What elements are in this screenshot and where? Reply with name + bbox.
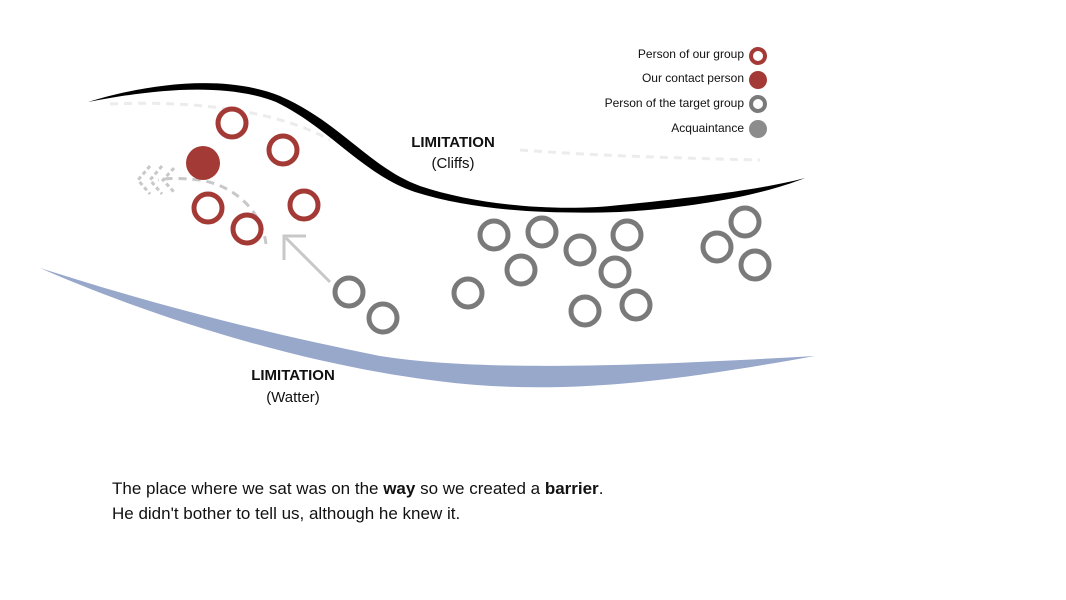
legend-label-group: Person of our group xyxy=(638,47,744,61)
faint-dashed-line xyxy=(519,148,761,162)
person-of-target-group xyxy=(738,248,772,282)
cliffs-limitation-title: LIMITATION xyxy=(411,134,495,151)
caption-line-1: The place where we sat was on the way so… xyxy=(112,476,603,501)
water-limitation-title: LIMITATION xyxy=(251,367,335,384)
person-of-target-group xyxy=(619,288,653,322)
dashed-chevron-arrowhead xyxy=(136,165,176,195)
legend-marker-acquaintance xyxy=(749,120,767,138)
caption-bold-barrier: barrier xyxy=(544,479,599,498)
legend-marker-group xyxy=(749,47,767,65)
person-of-target-group xyxy=(477,218,511,252)
water-limitation-subtitle: (Watter) xyxy=(266,389,320,406)
person-of-our-group xyxy=(230,212,264,246)
caption-line-2: He didn't bother to tell us, although he… xyxy=(112,504,461,523)
person-of-target-group xyxy=(610,218,644,252)
our-group-persons xyxy=(191,106,321,246)
water-boundary xyxy=(40,268,815,388)
target-group-persons xyxy=(332,205,772,335)
faint-dashed-line xyxy=(109,101,331,142)
person-of-target-group xyxy=(504,253,538,287)
caption-bold-way: way xyxy=(383,479,416,498)
person-of-target-group xyxy=(568,294,602,328)
legend-marker-target xyxy=(749,95,767,113)
person-of-target-group xyxy=(451,276,485,310)
person-of-target-group xyxy=(563,233,597,267)
person-of-target-group xyxy=(366,301,400,335)
person-of-target-group xyxy=(332,275,366,309)
dashed-path xyxy=(157,177,268,245)
movement-arrow-head xyxy=(282,234,306,260)
caption-text: . xyxy=(598,479,604,498)
person-of-our-group xyxy=(191,191,225,225)
person-of-target-group xyxy=(598,255,632,289)
caption: The place where we sat was on the way so… xyxy=(112,476,603,526)
legend: Person of our group Our contact person P… xyxy=(605,47,767,138)
legend-marker-contact xyxy=(749,71,767,89)
legend-label-acquaintance: Acquaintance xyxy=(671,121,744,135)
person-of-our-group xyxy=(215,106,249,140)
person-of-our-group xyxy=(266,133,300,167)
person-of-target-group xyxy=(728,205,762,239)
person-of-target-group xyxy=(525,215,559,249)
person-of-target-group xyxy=(700,230,734,264)
caption-text: so we created a xyxy=(415,479,545,498)
our-contact-person xyxy=(186,146,220,180)
movement-arrow-line xyxy=(284,236,332,284)
person-of-our-group xyxy=(287,188,321,222)
legend-label-target: Person of the target group xyxy=(605,96,745,110)
cliffs-limitation-subtitle: (Cliffs) xyxy=(431,155,474,172)
caption-text: The place where we sat was on the xyxy=(112,479,384,498)
legend-label-contact: Our contact person xyxy=(642,71,744,85)
